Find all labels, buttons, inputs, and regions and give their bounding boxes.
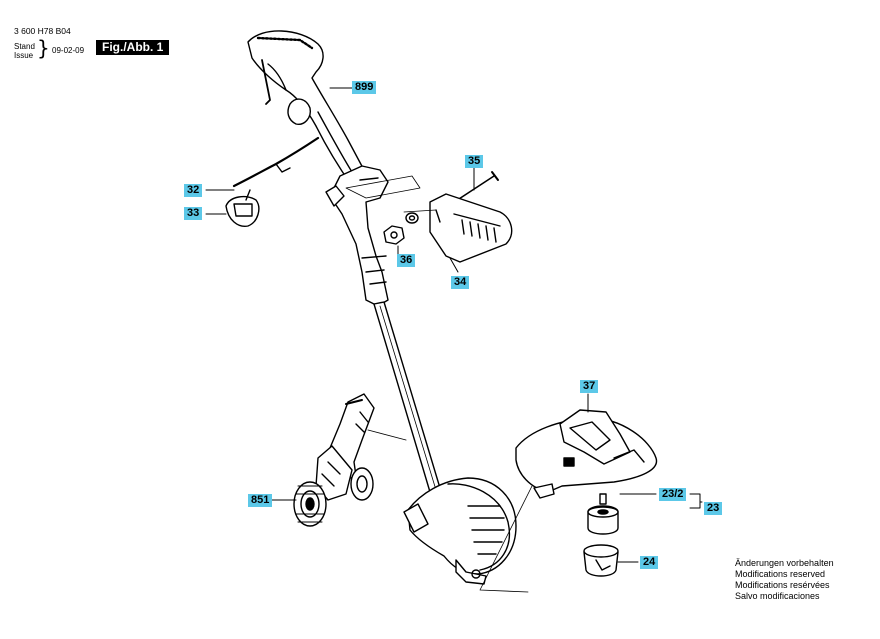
callout-23: 23 — [704, 502, 723, 515]
note-english: Modifications reserved — [735, 569, 826, 579]
callout-899: 899 — [352, 81, 377, 94]
callout-34: 34 — [451, 276, 470, 289]
document-number: 3 600 H78 B04 — [14, 26, 71, 36]
callout-24: 24 — [640, 556, 659, 569]
wheel-part — [293, 467, 374, 527]
aux-handle-part — [429, 193, 513, 263]
callout-37: 37 — [580, 380, 599, 393]
brace-symbol: } — [37, 36, 50, 60]
cable-clamp-part — [225, 189, 260, 227]
motor-head-part — [403, 477, 517, 585]
figure-label: Fig./Abb. 1 — [96, 40, 170, 55]
stand-label: Stand — [14, 42, 35, 51]
callout-36: 36 — [397, 254, 416, 267]
note-german: Änderungen vorbehalten — [735, 558, 834, 568]
upper-handle-part — [247, 30, 377, 197]
spool-part — [587, 493, 619, 535]
note-spanish: Salvo modificaciones — [735, 591, 820, 601]
issue-date: 09-02-09 — [52, 46, 85, 55]
guard-part — [515, 409, 658, 499]
callout-33: 33 — [184, 207, 203, 220]
modification-notes: Änderungen vorbehalten Modifications res… — [735, 558, 834, 602]
callout-851: 851 — [248, 494, 273, 507]
cable-part — [232, 136, 320, 188]
note-french: Modifications resérvées — [735, 580, 830, 590]
shaft-housing-part — [325, 165, 389, 307]
callout-23-2: 23/2 — [659, 488, 687, 501]
callout-35: 35 — [465, 155, 484, 168]
nut-part — [383, 212, 419, 245]
callout-32: 32 — [184, 184, 203, 197]
shaft-part — [373, 301, 441, 493]
issue-label: Issue — [14, 51, 34, 60]
spool-cap-part — [583, 544, 619, 577]
